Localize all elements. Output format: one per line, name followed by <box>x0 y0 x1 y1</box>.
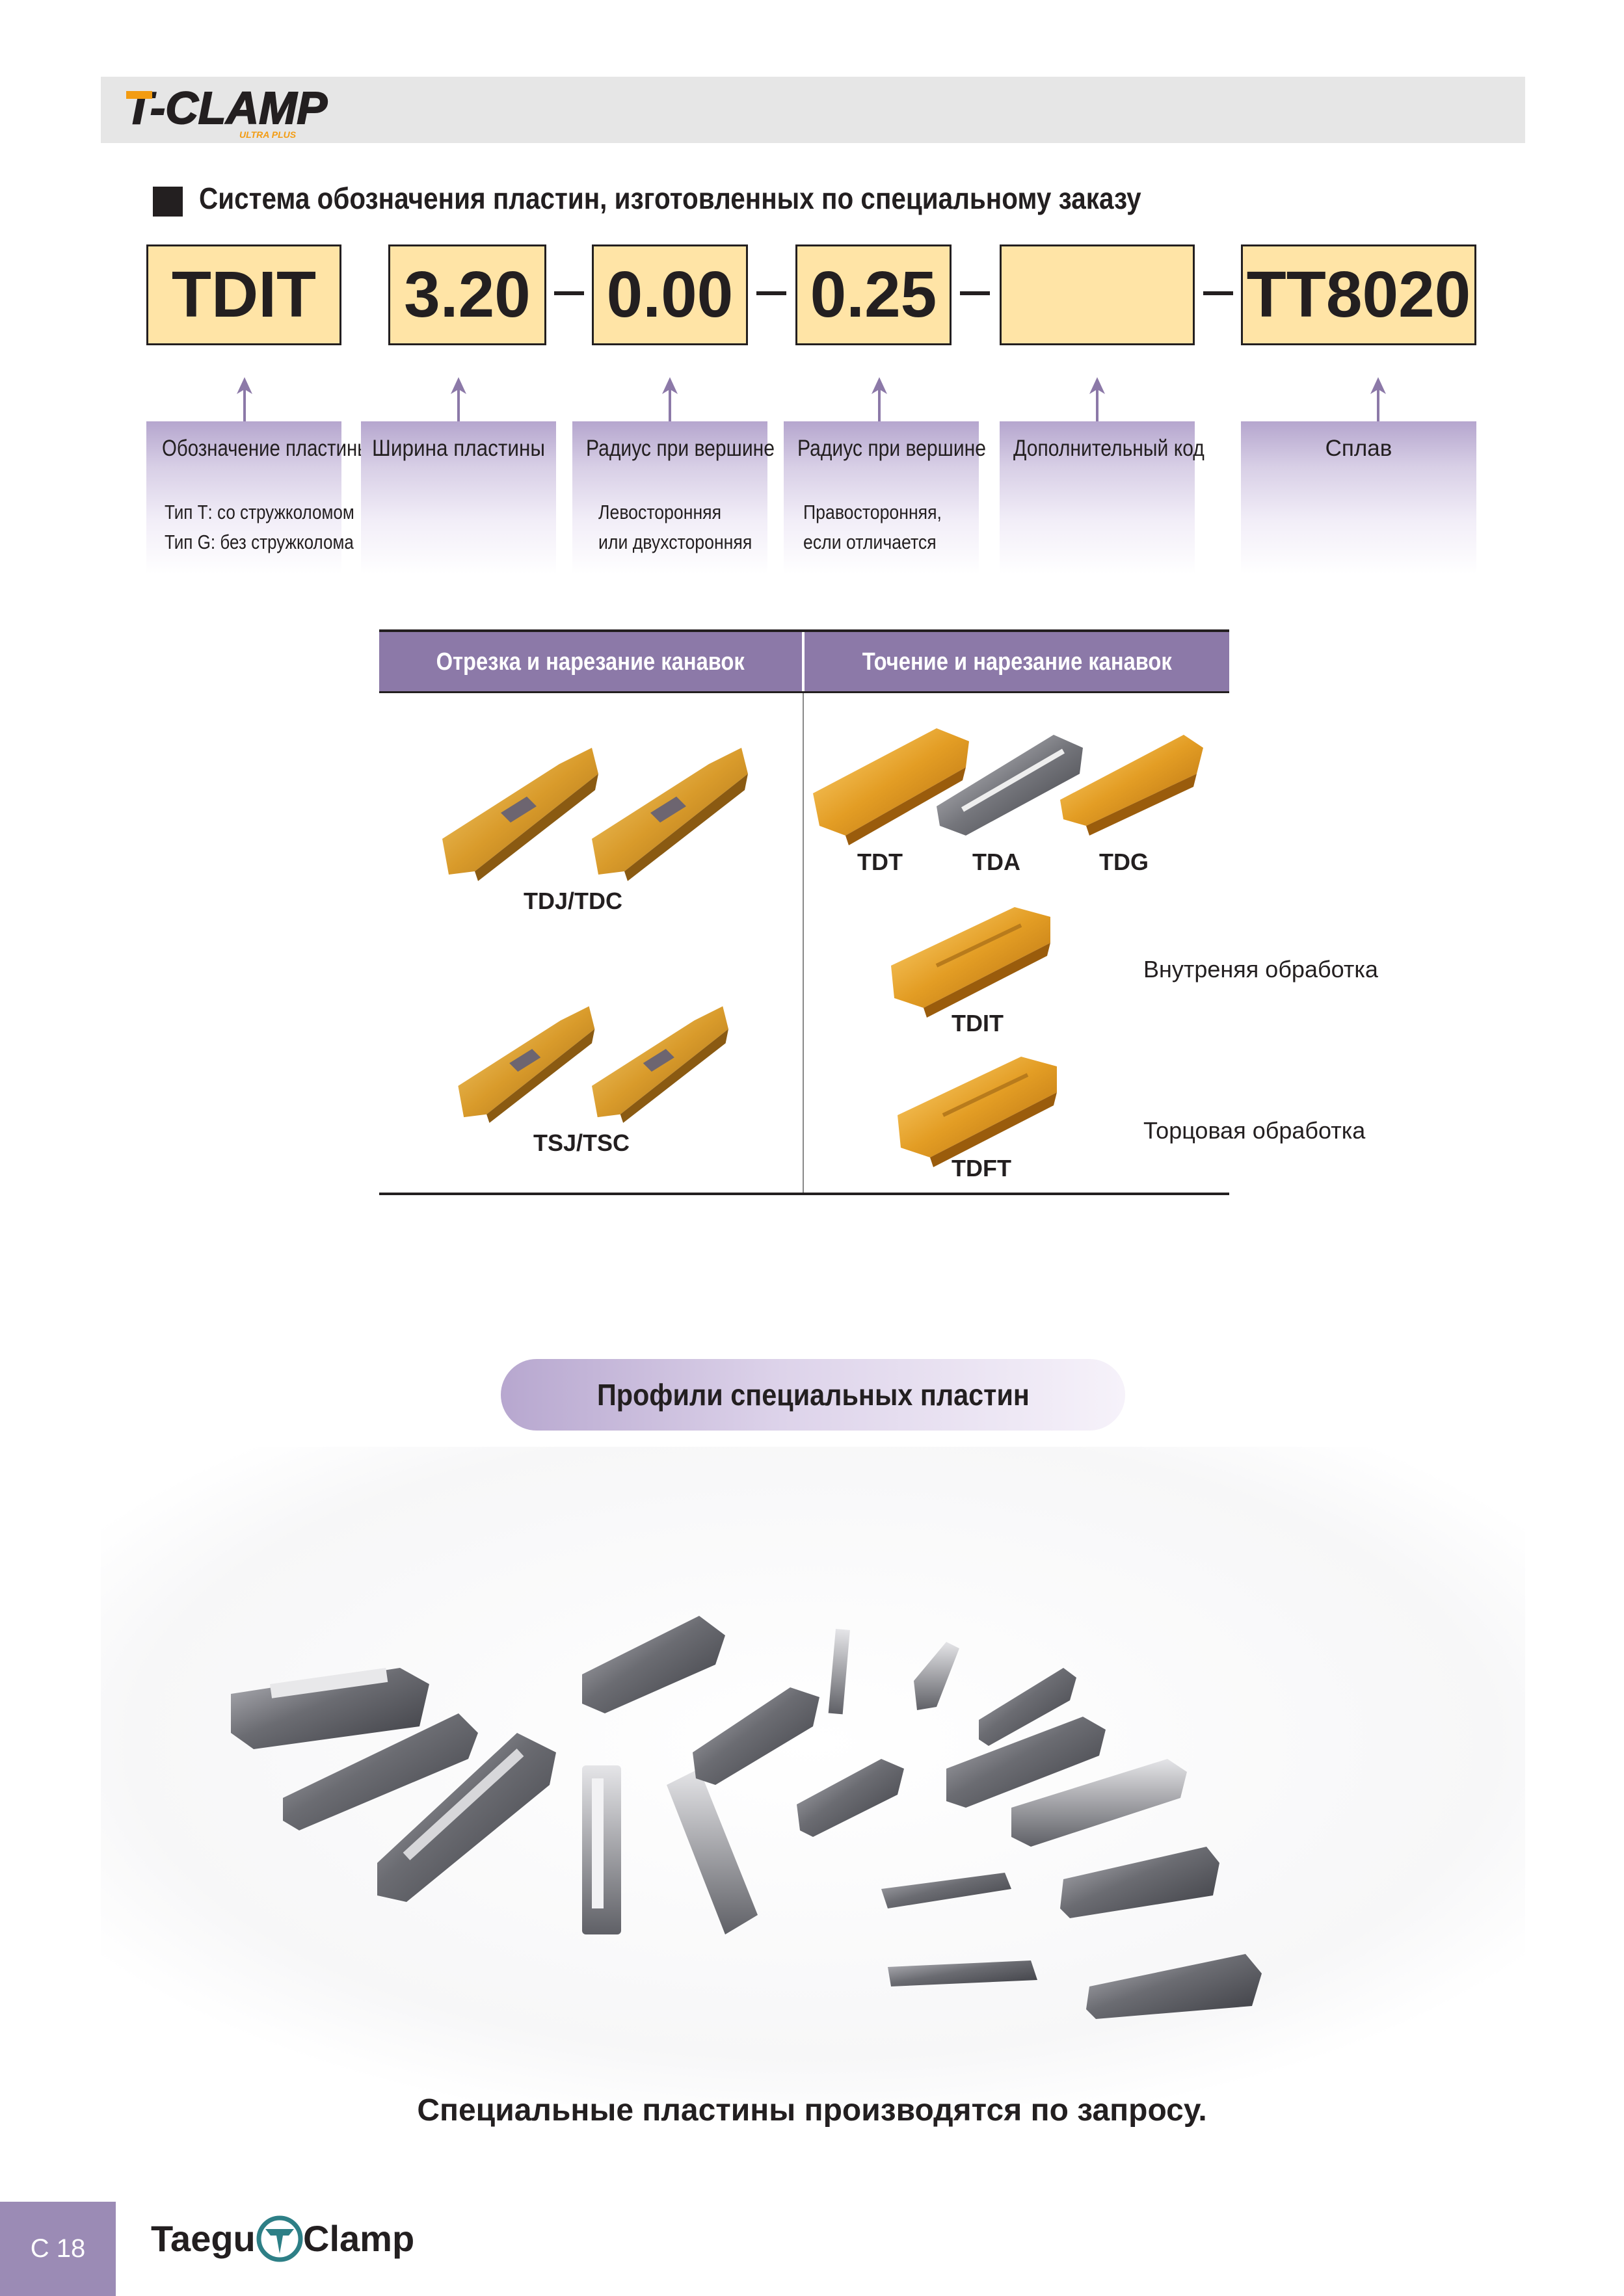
t-clamp-logo: T-CLAMP ULTRA PLUS <box>124 83 328 140</box>
up-arrow-icon <box>662 377 678 429</box>
descriptor-title: Ширина пластины <box>371 436 546 461</box>
page-number: C 18 <box>30 2234 86 2263</box>
insert-label: TSJ/TSC <box>533 1129 630 1156</box>
descriptor-insert-designation: Обозначение пластины Тип Т: со стружколо… <box>146 421 371 574</box>
table-header-label: Отрезка и нарезание канавок <box>436 648 745 676</box>
header-band <box>101 77 1525 143</box>
up-arrow-icon <box>872 377 887 429</box>
up-arrow-icon <box>1370 377 1386 429</box>
code-box-type: TDIT <box>146 244 341 345</box>
code-separator <box>1203 291 1233 295</box>
descriptor-insert-width: Ширина пластины <box>361 421 556 574</box>
taegutec-logo: Taegu Clamp <box>151 2215 414 2262</box>
code-box-radius-right: 0.25 <box>795 244 952 345</box>
table-bottom-rule <box>379 1193 1229 1195</box>
table-top-rule <box>379 629 1229 632</box>
descriptor-grade: Сплав <box>1241 421 1476 574</box>
code-separator <box>960 291 990 295</box>
insert-label: TDIT <box>952 1010 1004 1036</box>
page-number-tab: C 18 <box>0 2202 116 2296</box>
logo-brand-right: Clamp <box>303 2218 414 2259</box>
table-header-label: Точение и нарезание канавок <box>862 648 1172 676</box>
up-arrow-icon <box>237 377 252 429</box>
insert-note: Внутреняя обработка <box>1143 956 1378 983</box>
insert-label: TDJ/TDC <box>524 888 622 914</box>
logo-subtext: ULTRA PLUS <box>239 129 297 140</box>
descriptor-line: Тип Т: со стружколомом <box>165 501 354 523</box>
tdft-insert-image <box>898 1057 1057 1167</box>
insert-note: Торцовая обработка <box>1143 1117 1366 1144</box>
profiles-title-pill: Профили специальных пластин <box>501 1359 1125 1431</box>
tdit-insert-image <box>891 907 1050 1018</box>
descriptor-line: Левосторонняя <box>598 501 722 523</box>
code-box-width: 3.20 <box>388 244 546 345</box>
section-bullet <box>153 187 183 217</box>
table-header-parting: Отрезка и нарезание канавок <box>379 632 802 693</box>
tdt-tda-tdg-insert-images <box>813 728 1203 845</box>
code-separator <box>554 291 584 295</box>
profiles-caption: Специальные пластины производятся по зап… <box>417 2093 1207 2128</box>
insert-label: TDA <box>972 849 1020 875</box>
descriptor-radius-left: Радиус при вершине Левосторонняя или дву… <box>572 421 775 574</box>
table-column-divider <box>803 693 804 1194</box>
descriptor-line: Правосторонняя, <box>803 501 942 523</box>
code-box-radius-left: 0.00 <box>592 244 748 345</box>
code-box-grade: TT8020 <box>1241 244 1476 345</box>
up-arrow-icon <box>451 377 466 429</box>
descriptor-title: Радиус при вершине <box>586 436 775 461</box>
up-arrow-icon <box>1089 377 1105 429</box>
insert-label: TDG <box>1099 849 1149 875</box>
profiles-title: Профили специальных пластин <box>596 1378 1030 1412</box>
descriptor-radius-right: Радиус при вершине Правосторонняя, если … <box>784 421 986 574</box>
descriptor-line: если отличается <box>803 531 937 553</box>
code-separator <box>756 291 786 295</box>
special-inserts-photo <box>101 1447 1525 2104</box>
tsj-tsc-insert-images <box>458 1006 728 1123</box>
section-title: Система обозначения пластин, изготовленн… <box>199 181 1141 215</box>
descriptor-line: Тип G: без стружколома <box>165 531 354 553</box>
table-header-turning: Точение и нарезание канавок <box>805 632 1229 693</box>
descriptor-additional-code: Дополнительный код <box>1000 421 1205 574</box>
descriptor-title: Радиус при вершине <box>797 436 986 461</box>
logo-brand-left: Taegu <box>151 2218 256 2259</box>
table-header-divider <box>802 632 805 693</box>
descriptor-line: или двухсторонняя <box>598 531 752 553</box>
descriptor-title: Обозначение пластины <box>162 436 371 461</box>
descriptor-title: Сплав <box>1325 436 1392 461</box>
tdj-tdc-insert-images <box>442 748 748 881</box>
insert-label: TDT <box>857 849 903 875</box>
table-header-rule <box>379 691 1229 693</box>
insert-label: TDFT <box>952 1155 1011 1181</box>
code-box-additional <box>1000 244 1195 345</box>
logo-text: T-CLAMP <box>125 83 327 133</box>
descriptor-title: Дополнительный код <box>1013 436 1205 461</box>
